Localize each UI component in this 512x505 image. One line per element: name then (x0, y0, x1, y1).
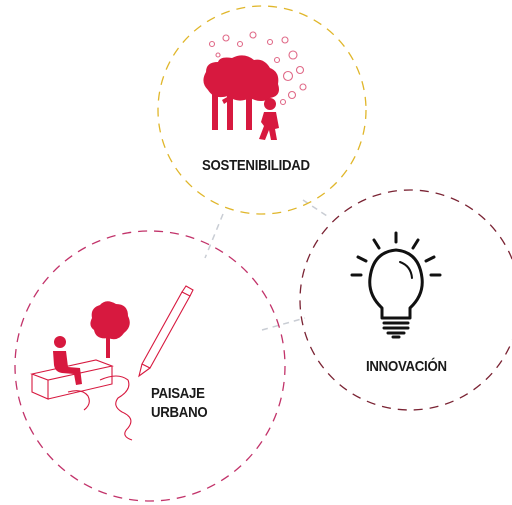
trees-and-walking-person-icon (203, 31, 307, 140)
person-on-bench-with-pencil-icon (30, 285, 194, 441)
light-bulb-icon (350, 231, 442, 339)
paisaje-urbano-ring (14, 230, 286, 502)
paisaje-urbano-label-line-2: URBANO (151, 404, 208, 421)
innovacion-label: INNOVACIÓN (366, 357, 447, 376)
sostenibilidad-label-line: SOSTENIBILIDAD (202, 157, 310, 174)
innovacion-ring (299, 189, 512, 411)
paisaje-urbano-label-line-1: PAISAJE (151, 385, 205, 402)
paisaje-urbano-label: PAISAJE URBANO (151, 384, 208, 422)
innovacion-label-line: INNOVACIÓN (366, 358, 447, 375)
sostenibilidad-ring (157, 5, 367, 215)
sostenibilidad-label: SOSTENIBILIDAD (202, 156, 310, 175)
connector-lines (204, 199, 331, 331)
